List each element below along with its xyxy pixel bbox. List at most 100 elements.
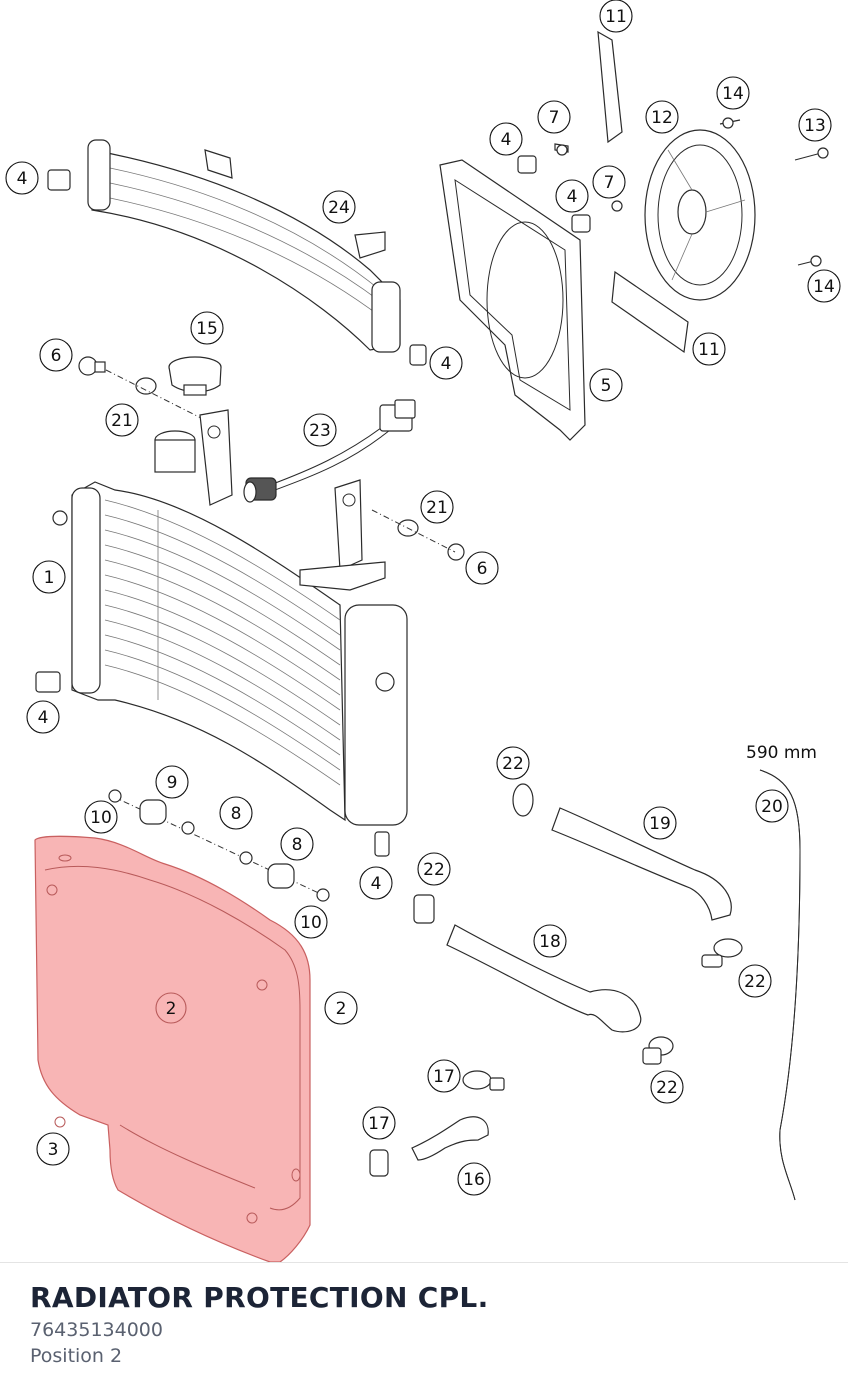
callout-5[interactable]: 5 bbox=[589, 368, 623, 402]
callout-circle bbox=[716, 76, 750, 110]
fasteners bbox=[35, 117, 829, 857]
callout-4[interactable]: 4 bbox=[26, 700, 60, 734]
callout-label: 5 bbox=[601, 376, 612, 396]
callout-label: 7 bbox=[604, 173, 615, 193]
callout-circle bbox=[798, 108, 832, 142]
callout-22[interactable]: 22 bbox=[650, 1070, 684, 1104]
callout-label: 8 bbox=[231, 804, 242, 824]
callout-label: 11 bbox=[698, 340, 720, 360]
callout-circle bbox=[465, 551, 499, 585]
bolt-and-grommet bbox=[78, 356, 465, 561]
callout-17[interactable]: 17 bbox=[362, 1106, 396, 1140]
callout-21[interactable]: 21 bbox=[105, 403, 139, 437]
callout-4[interactable]: 4 bbox=[555, 179, 589, 213]
callout-circle bbox=[155, 765, 189, 799]
fan-12 bbox=[644, 129, 756, 301]
callout-circle bbox=[362, 1106, 396, 1140]
callout-circle bbox=[32, 560, 66, 594]
callout-circle bbox=[755, 789, 789, 823]
callout-label: 9 bbox=[167, 773, 178, 793]
callout-label: 22 bbox=[656, 1078, 678, 1098]
callout-22[interactable]: 22 bbox=[496, 746, 530, 780]
callout-21[interactable]: 21 bbox=[420, 490, 454, 524]
callout-label: 17 bbox=[433, 1067, 455, 1087]
callout-10[interactable]: 10 bbox=[84, 800, 118, 834]
callout-14[interactable]: 14 bbox=[716, 76, 750, 110]
callout-3[interactable]: 3 bbox=[36, 1132, 70, 1166]
callout-12[interactable]: 12 bbox=[645, 100, 679, 134]
callout-8[interactable]: 8 bbox=[219, 796, 253, 830]
callout-label: 1 bbox=[44, 568, 55, 588]
callout-9[interactable]: 9 bbox=[155, 765, 189, 799]
callout-label: 17 bbox=[368, 1114, 390, 1134]
callout-7[interactable]: 7 bbox=[592, 165, 626, 199]
callout-11[interactable]: 11 bbox=[599, 0, 633, 33]
callout-6[interactable]: 6 bbox=[465, 551, 499, 585]
radiator-protection-highlight[interactable] bbox=[34, 835, 311, 1262]
callout-label: 6 bbox=[51, 346, 62, 366]
callout-circle bbox=[537, 100, 571, 134]
callout-label: 16 bbox=[463, 1170, 485, 1190]
callout-circle bbox=[294, 905, 328, 939]
callout-6[interactable]: 6 bbox=[39, 338, 73, 372]
callout-label: 11 bbox=[605, 7, 627, 27]
callout-10[interactable]: 10 bbox=[294, 905, 328, 939]
callout-13[interactable]: 13 bbox=[798, 108, 832, 142]
callout-23[interactable]: 23 bbox=[303, 413, 337, 447]
callout-22[interactable]: 22 bbox=[738, 964, 772, 998]
part-info-panel: RADIATOR PROTECTION CPL. 76435134000 Pos… bbox=[0, 1262, 848, 1391]
callout-label: 3 bbox=[48, 1140, 59, 1160]
callout-16[interactable]: 16 bbox=[457, 1162, 491, 1196]
callout-circle bbox=[496, 746, 530, 780]
callout-11[interactable]: 11 bbox=[692, 332, 726, 366]
callout-label: 13 bbox=[804, 116, 826, 136]
callout-label: 20 bbox=[761, 797, 783, 817]
hose-clamps bbox=[369, 783, 743, 1177]
callout-label: 6 bbox=[477, 559, 488, 579]
callout-circle bbox=[599, 0, 633, 33]
callout-circle bbox=[427, 1059, 461, 1093]
sensor-cable-23 bbox=[243, 399, 416, 503]
callout-label: 8 bbox=[292, 835, 303, 855]
callout-14[interactable]: 14 bbox=[807, 269, 841, 303]
callout-2[interactable]: 2 bbox=[155, 992, 187, 1024]
callout-15[interactable]: 15 bbox=[190, 311, 224, 345]
callout-circle bbox=[155, 992, 187, 1024]
callout-label: 12 bbox=[651, 108, 673, 128]
position-label: Position bbox=[30, 1345, 104, 1367]
callout-circle bbox=[417, 852, 451, 886]
callout-circle bbox=[643, 806, 677, 840]
callout-7[interactable]: 7 bbox=[537, 100, 571, 134]
callout-label: 2 bbox=[336, 999, 347, 1019]
callout-circle bbox=[39, 338, 73, 372]
callout-circle bbox=[429, 346, 463, 380]
callout-22[interactable]: 22 bbox=[417, 852, 451, 886]
callout-circle bbox=[303, 413, 337, 447]
callout-label: 10 bbox=[90, 808, 112, 828]
cross-tube-24 bbox=[87, 139, 401, 353]
callout-8[interactable]: 8 bbox=[280, 827, 314, 861]
callout-17[interactable]: 17 bbox=[427, 1059, 461, 1093]
hoses bbox=[411, 769, 801, 1201]
callout-24[interactable]: 24 bbox=[322, 190, 356, 224]
callout-label: 4 bbox=[567, 187, 578, 207]
callout-4[interactable]: 4 bbox=[5, 161, 39, 195]
callout-circle bbox=[489, 122, 523, 156]
callout-label: 22 bbox=[423, 860, 445, 880]
callout-20[interactable]: 20 bbox=[755, 789, 789, 823]
callout-label: 4 bbox=[38, 708, 49, 728]
callout-label: 23 bbox=[309, 421, 331, 441]
callout-1[interactable]: 1 bbox=[32, 560, 66, 594]
callout-4[interactable]: 4 bbox=[489, 122, 523, 156]
callout-18[interactable]: 18 bbox=[533, 924, 567, 958]
callout-label: 19 bbox=[649, 814, 671, 834]
callout-2[interactable]: 2 bbox=[324, 991, 358, 1025]
callout-circle bbox=[322, 190, 356, 224]
callout-4[interactable]: 4 bbox=[359, 866, 393, 900]
callout-circle bbox=[533, 924, 567, 958]
callout-label: 22 bbox=[502, 754, 524, 774]
callout-19[interactable]: 19 bbox=[643, 806, 677, 840]
callout-circle bbox=[645, 100, 679, 134]
callout-4[interactable]: 4 bbox=[429, 346, 463, 380]
